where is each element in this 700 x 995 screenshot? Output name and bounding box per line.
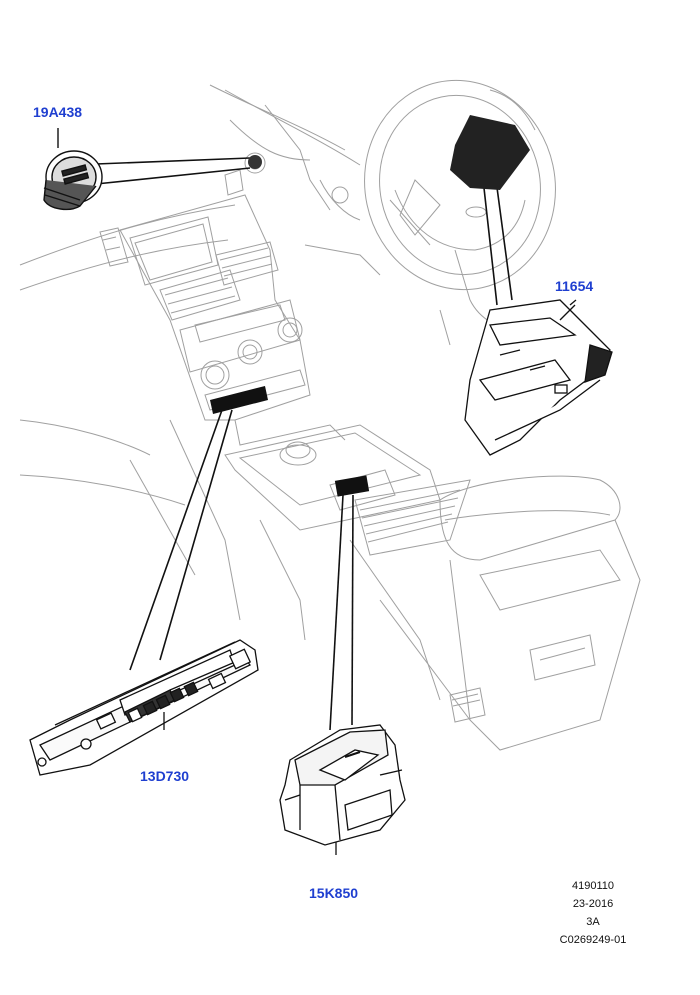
reference-date: 23-2016: [572, 898, 614, 910]
part-label-aux-power-socket[interactable]: 19A438: [33, 104, 83, 120]
highlighted-dash-parts: [210, 115, 530, 497]
reference-code-1: 4190110: [571, 880, 614, 892]
console-switch-part: [279, 724, 406, 855]
center-switch-pack-part: [29, 639, 259, 776]
dashboard-line-art: [19, 79, 641, 751]
part-label-steering-column-switch[interactable]: 11654: [555, 278, 594, 294]
steering-column-switch-part: [464, 299, 613, 456]
part-label-center-switch-pack[interactable]: 13D730: [140, 768, 190, 784]
reference-revision: 3A: [586, 916, 600, 928]
part-label-console-switch[interactable]: 15K850: [309, 885, 359, 901]
aux-power-socket-part: [43, 128, 103, 211]
leader-lines: [95, 157, 513, 731]
reference-illustration-id: C0269249-01: [559, 934, 627, 946]
